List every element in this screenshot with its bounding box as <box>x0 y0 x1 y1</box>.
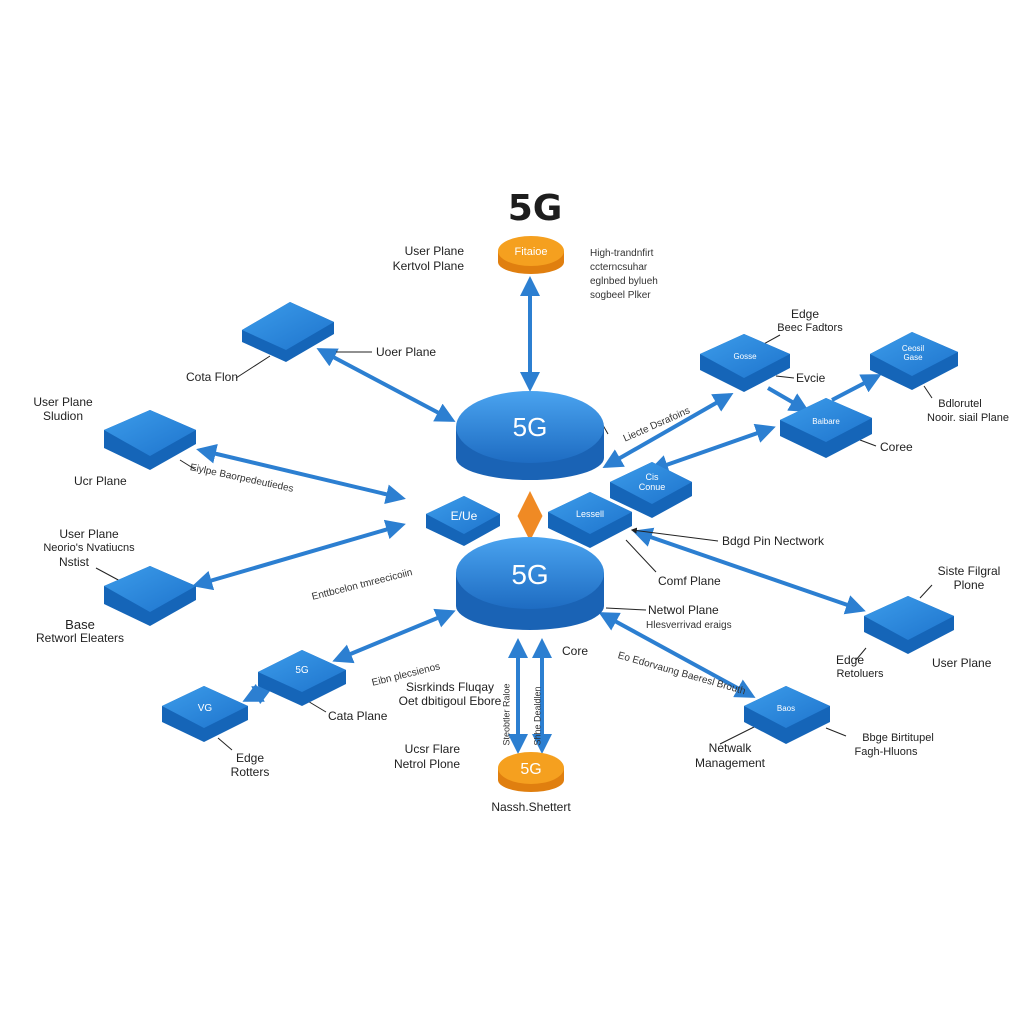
label-user-r: User Plane <box>932 656 992 670</box>
bottom-badge-label: 5G <box>520 761 541 778</box>
node-left-lower-inner <box>258 650 346 706</box>
node-right-top-a <box>700 334 790 392</box>
label-nm-2: Management <box>694 756 766 770</box>
label-left-low-2: Retworl Eleaters <box>35 631 125 645</box>
label-right-far-2: Nooir. siail Plane <box>927 412 1009 424</box>
bottom-badge <box>498 752 564 792</box>
label-left-top-3: Ucr Plane <box>74 474 127 488</box>
node-center-left-label: E/Ue <box>451 509 478 523</box>
label-edge-1: Edge <box>235 751 265 765</box>
arrow-right-far <box>831 374 882 402</box>
arrow-right-bottom <box>598 612 756 698</box>
label-net-1: Netwol Plane <box>648 603 719 617</box>
arrow-right-link <box>766 386 810 413</box>
leader-lines <box>95 334 933 751</box>
label-edge-2: Rotters <box>230 765 270 779</box>
label-edge-r-1: Edge <box>835 653 865 667</box>
arrow-lower-left <box>332 608 456 664</box>
label-left-top-1: User Plane <box>33 395 93 409</box>
label-bottom-vert-2: Shhe Dealdlen <box>532 686 543 746</box>
label-left-top-2: Sludion <box>42 409 84 423</box>
label-ul-arrow: Uoer Plane <box>376 345 437 359</box>
node-center-right-label: Lessell <box>576 509 604 519</box>
label-comp: Comf Plane <box>658 574 721 588</box>
label-center-under-2: Oet dbitigoul Ebore <box>398 694 502 708</box>
label-top-left-2: Kertvol Plane <box>392 259 464 273</box>
arrow-left-top <box>196 443 406 505</box>
label-top-right-1: High-trandnfirt <box>590 248 654 259</box>
node-left-lower-inner-label: 5G <box>295 665 309 676</box>
arrow-right-mid <box>648 423 776 475</box>
label-edge-r-2: Retoluers <box>836 668 884 680</box>
node-right-mid <box>780 398 872 458</box>
node-center-right <box>548 492 632 548</box>
label-ul-node: Cota Flon <box>186 370 239 384</box>
node-left-mid <box>104 566 196 626</box>
arrow-left-mid <box>192 519 406 591</box>
node-left-lower-outer-label: VG <box>198 703 213 714</box>
label-right-top-2: Beec Fadtors <box>777 322 843 334</box>
node-right-lower <box>864 596 954 654</box>
core-lower <box>456 537 604 630</box>
label-top-right-4: sogbeel Plker <box>590 290 651 301</box>
arrow-right-lower <box>632 527 866 615</box>
node-center-upper-right <box>610 462 692 518</box>
label-top-left-1: User Plane <box>404 244 464 258</box>
label-bottom-left-2: Netrol Plone <box>393 757 460 771</box>
label-br-1: Bbge Birtitupel <box>862 732 934 744</box>
arrow-edge-link <box>242 683 274 705</box>
node-right-top-b <box>870 332 958 390</box>
label-left-mid-1: User Plane <box>59 527 119 541</box>
node-upper-left <box>242 302 334 362</box>
core-lower-label: 5G <box>511 559 548 590</box>
shape-labels: 5G 5G Fitaioe 5G E/Ue Lessell 5G VG Goss… <box>198 246 841 778</box>
node-left-lower-outer <box>162 686 248 742</box>
core-upper-label: 5G <box>513 412 548 442</box>
label-net-2: Hlesverrivad eraigs <box>646 620 732 631</box>
node-left-top <box>104 410 196 470</box>
label-bottom-vert-1: Steobtler Raloe <box>501 683 512 746</box>
connection-arrows <box>192 276 882 754</box>
arrow-upper-left <box>316 348 456 422</box>
top-badge-label: Fitaioe <box>514 246 547 258</box>
label-top-right-2: ccterncsuhar <box>590 262 648 273</box>
node-center-left <box>426 496 500 546</box>
diagram-title: 5G <box>507 188 563 229</box>
node-right-bottom <box>744 686 830 744</box>
label-bottom-left-1: Ucsr Flare <box>404 742 460 756</box>
node-right-top-a-label: Gosse <box>733 352 757 361</box>
label-right-far-1: Bdlorutel <box>938 398 982 410</box>
label-top-right-3: eglnbed bylueh <box>590 276 658 287</box>
core-upper <box>456 391 604 480</box>
nodes <box>104 302 958 744</box>
label-ll-node: Cata Plane <box>328 709 388 723</box>
node-right-bottom-label: Baos <box>777 704 795 713</box>
label-left-mid-3: Nstist <box>59 555 89 569</box>
label-site-1: Siste Filgral <box>937 564 1001 578</box>
label-left-mid-2: Neorio's Nvatiucns <box>43 542 135 554</box>
label-bottom: Nassh.Shettert <box>491 800 571 814</box>
label-br-2: Fagh-Hluons <box>854 746 918 758</box>
label-evcie: Evcie <box>796 371 826 385</box>
label-core: Core <box>562 644 589 658</box>
label-mid-right: Bdgd Pin Nectwork <box>722 534 825 548</box>
label-nm-1: Netwalk <box>708 741 752 755</box>
node-right-mid-label: Baibare <box>812 417 840 426</box>
label-left-low-1: Base <box>65 617 95 632</box>
label-right-top-1: Edge <box>790 307 820 321</box>
label-core-right: Coree <box>880 440 913 454</box>
label-center-under-1: Sisrkinds Fluqay <box>405 680 495 694</box>
label-site-2: Plone <box>953 578 985 592</box>
top-badge <box>498 236 564 274</box>
